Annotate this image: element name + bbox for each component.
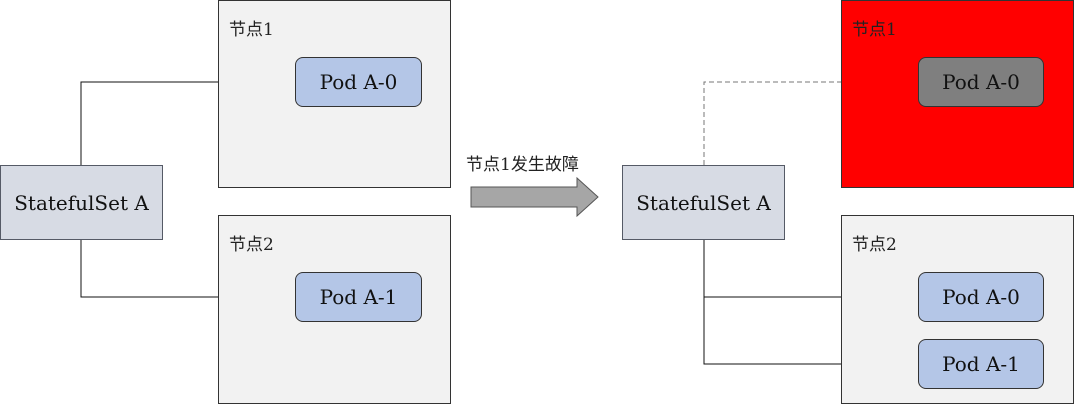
after-pod-a1-label: Pod A-1 bbox=[942, 352, 1020, 376]
before-pod-a0-label: Pod A-0 bbox=[319, 70, 398, 94]
after-pod-a0-label: Pod A-0 bbox=[942, 285, 1020, 309]
after-node-1-label: 节点1 bbox=[852, 20, 897, 40]
before-statefulset: StatefulSet A bbox=[0, 165, 163, 240]
after-pod-a0: Pod A-0 bbox=[918, 272, 1044, 322]
failure-event-label: 节点1发生故障 bbox=[466, 155, 579, 175]
failure-transition-arrow bbox=[470, 176, 599, 218]
before-pod-a1-label: Pod A-1 bbox=[319, 285, 398, 309]
after-statefulset: StatefulSet A bbox=[622, 165, 785, 240]
before-pod-a1: Pod A-1 bbox=[295, 272, 422, 322]
before-node-1-label: 节点1 bbox=[229, 20, 274, 40]
before-pod-a0: Pod A-0 bbox=[295, 57, 422, 107]
after-statefulset-label: StatefulSet A bbox=[636, 190, 771, 215]
before-statefulset-label: StatefulSet A bbox=[14, 190, 149, 215]
after-dead-pod-a0: Pod A-0 bbox=[918, 57, 1044, 107]
after-node-2-label: 节点2 bbox=[852, 235, 897, 255]
after-dead-pod-a0-label: Pod A-0 bbox=[942, 70, 1020, 94]
before-node-2-label: 节点2 bbox=[229, 235, 274, 255]
after-pod-a1: Pod A-1 bbox=[918, 339, 1044, 389]
